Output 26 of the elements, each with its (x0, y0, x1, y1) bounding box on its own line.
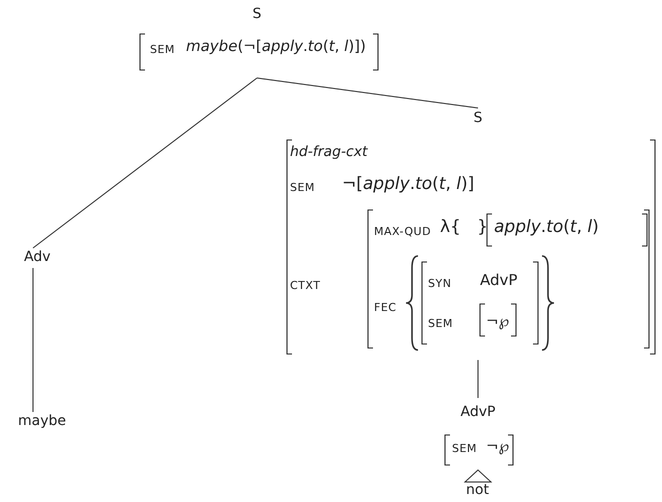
feature-value: maybe(¬[apply.to(t, l)]) (186, 38, 366, 56)
feature-value: ¬℘ (486, 438, 510, 456)
feature-name: SEM (452, 443, 477, 456)
category-label: S (474, 110, 482, 126)
feature-name: CTXT (290, 280, 320, 293)
feature-name: SYN (428, 278, 452, 291)
category-label: S (252, 6, 262, 22)
category-label: AdvP (460, 404, 496, 420)
feature-name: SEM (428, 318, 453, 331)
tree-branch (32, 78, 258, 248)
feature-name: MAX-QUD (374, 226, 432, 239)
tree-branch (32, 268, 34, 412)
feature-name: SEM (290, 182, 315, 195)
feature-value: λ{ } (440, 218, 488, 238)
tree-triangle (464, 469, 492, 482)
feature-value: ¬[apply.to(t, l)] (342, 175, 474, 195)
category-label: Adv (24, 249, 51, 266)
feature-value: ¬℘ (486, 313, 510, 330)
tree-branch (256, 78, 478, 108)
type-name: hd-frag-cxt (290, 144, 368, 160)
feature-value: AdvP (480, 272, 518, 290)
feature-value: apply.to(t, l) (494, 218, 599, 238)
feature-name: FEC (374, 302, 396, 315)
feature-name: SEM (150, 44, 175, 57)
word-label: maybe (18, 413, 66, 430)
word-label: not (466, 482, 489, 498)
